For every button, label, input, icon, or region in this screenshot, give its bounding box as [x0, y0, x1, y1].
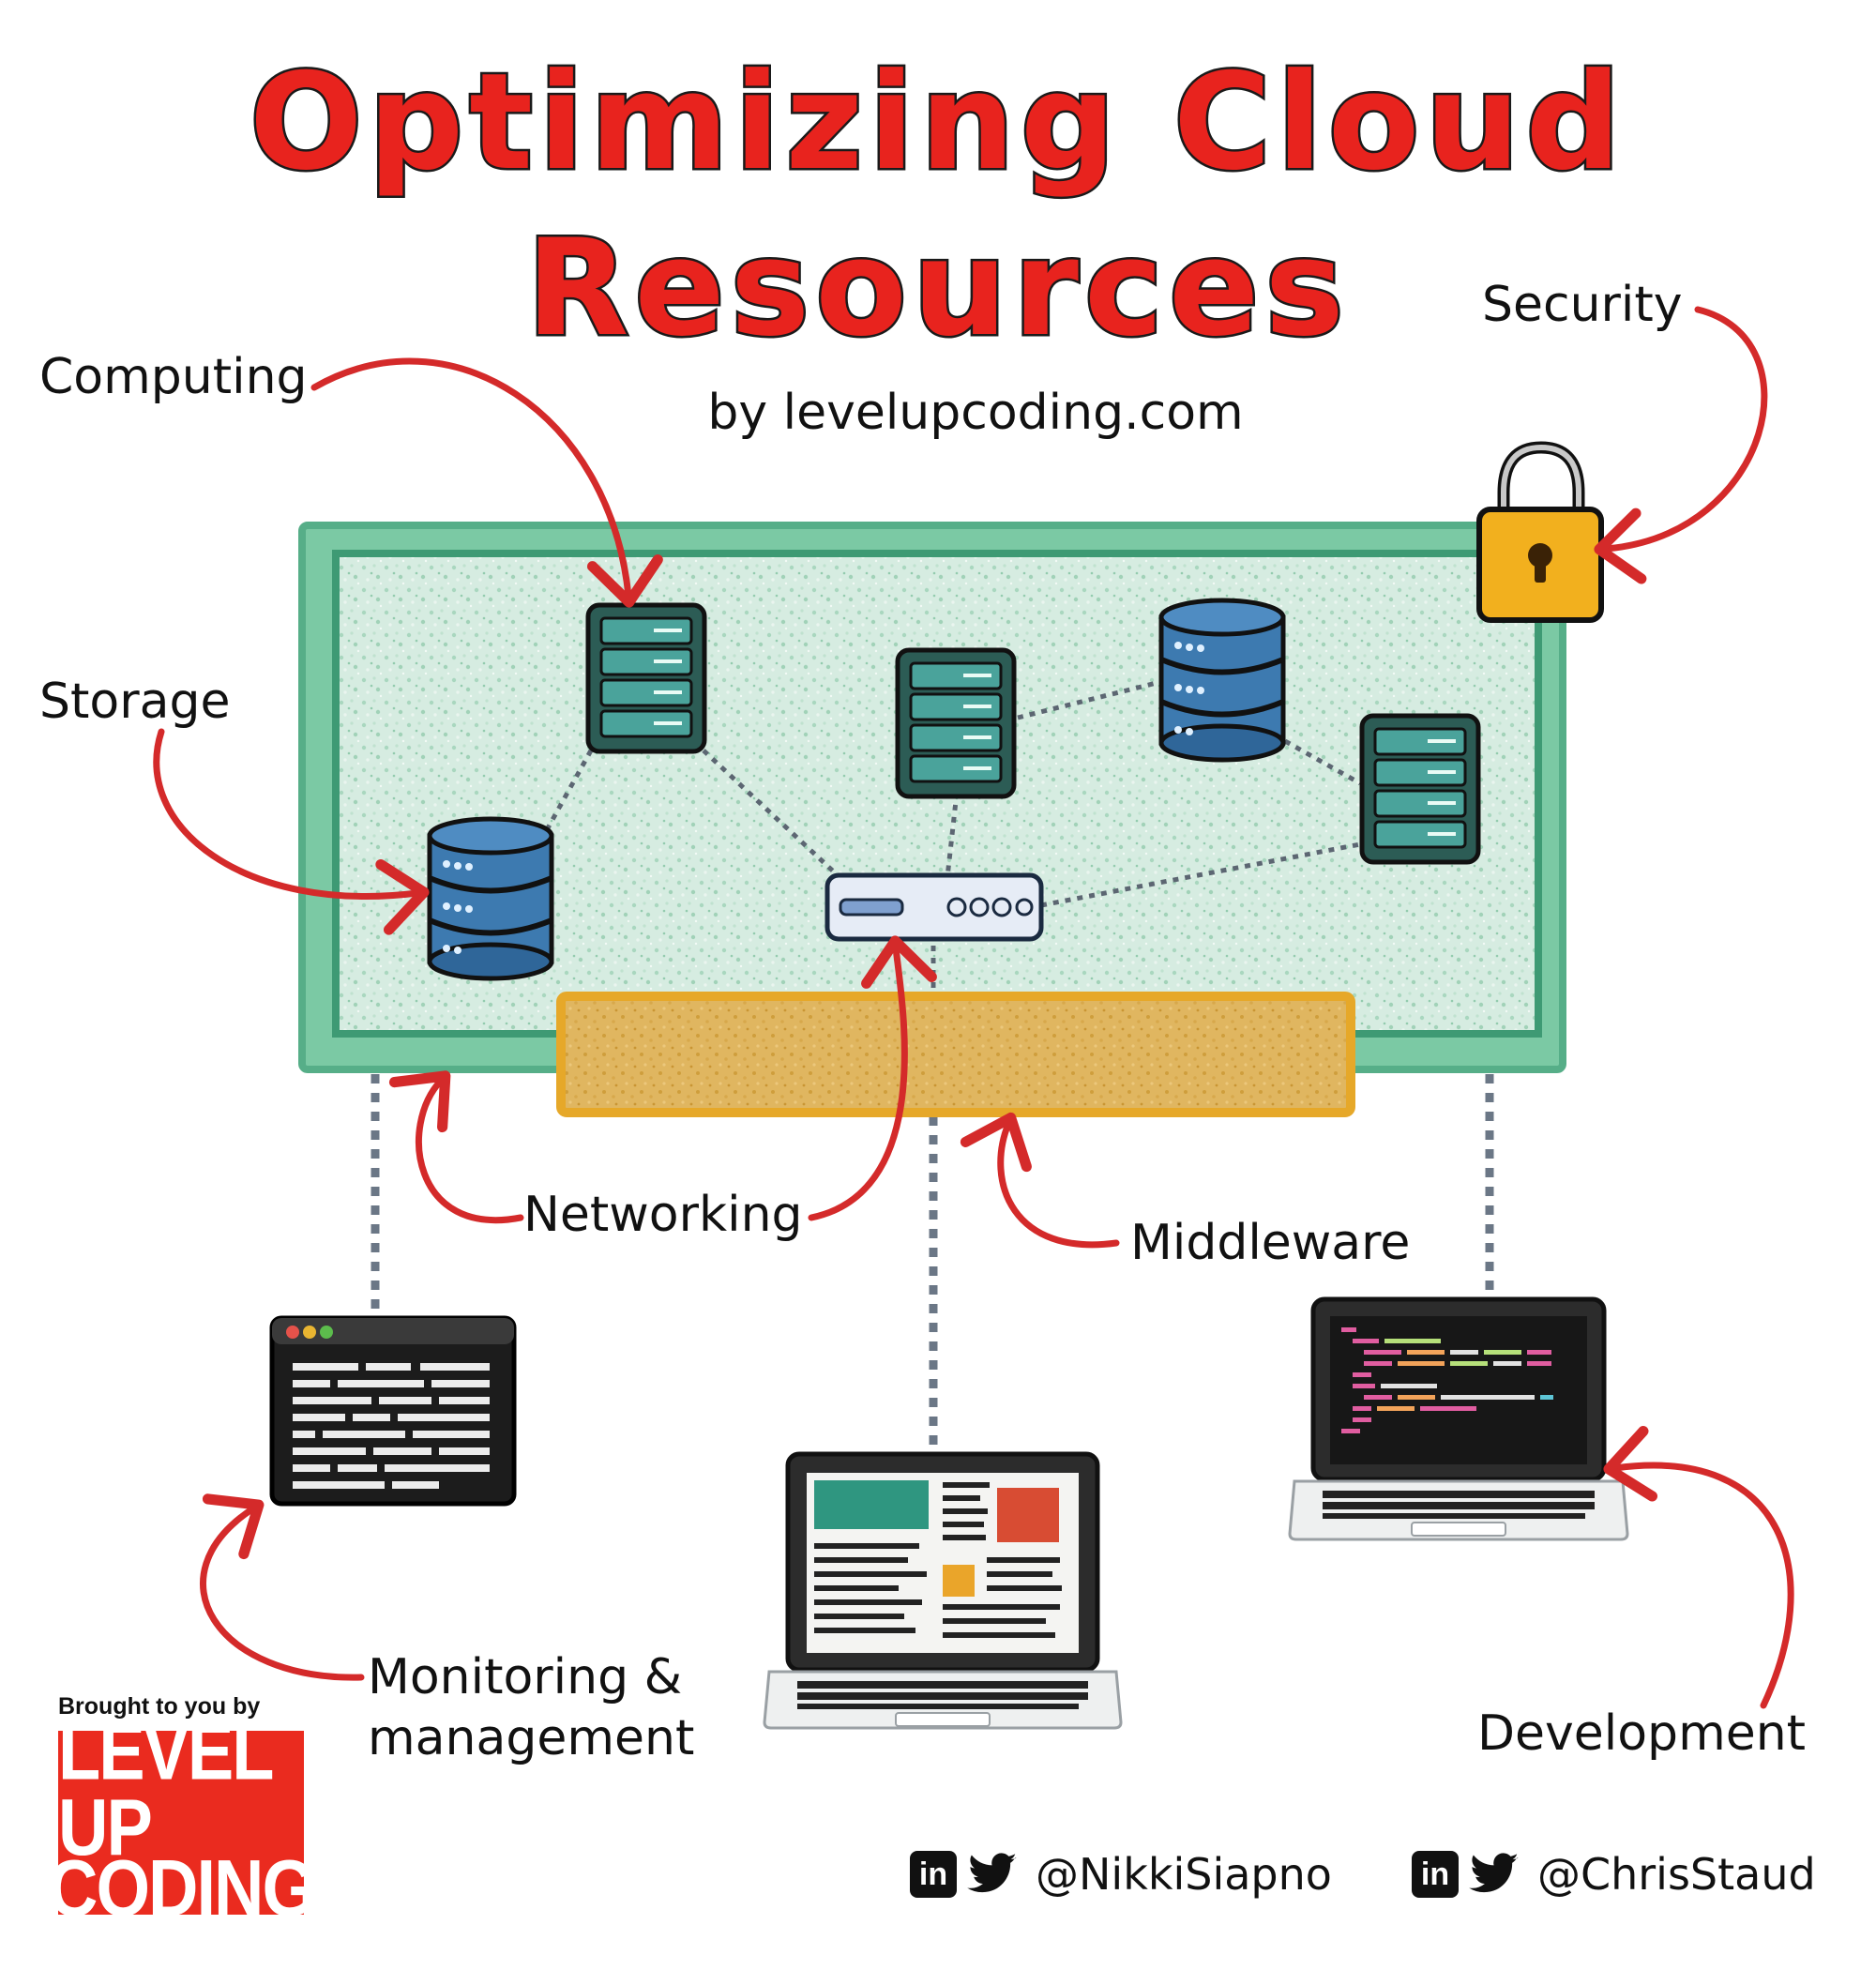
- arrow-monitoring: [199, 1493, 365, 1681]
- brought-to-you-by: Brought to you by: [58, 1693, 261, 1720]
- social-handle[interactable]: @ChrisStaud: [1537, 1849, 1816, 1900]
- level-up-coding-logo: LEVEL UP CODING: [48, 1712, 316, 1928]
- network-connections: [541, 677, 1362, 1004]
- title-line-2: Resources: [524, 209, 1350, 369]
- label-monitoring-line-1: Monitoring &: [368, 1649, 683, 1705]
- arrow-storage: [153, 728, 430, 935]
- arrow-networking-left: [388, 1070, 524, 1223]
- linkedin-icon[interactable]: in: [910, 1851, 957, 1898]
- router-icon: [825, 872, 1044, 942]
- label-middleware: Middleware: [1130, 1215, 1411, 1271]
- terminal-window-icon: [269, 1315, 517, 1507]
- social-author-2: in @ChrisStaud: [1412, 1846, 1816, 1902]
- server-icon: [1359, 713, 1481, 865]
- arrow-middleware: [960, 1112, 1120, 1249]
- social-author-1: in @NikkiSiapno: [910, 1846, 1332, 1902]
- label-monitoring-line-2: management: [368, 1710, 695, 1766]
- server-icon: [585, 602, 707, 754]
- label-development: Development: [1477, 1705, 1807, 1762]
- label-security: Security: [1482, 277, 1683, 333]
- linkedin-icon[interactable]: in: [1412, 1851, 1459, 1898]
- logo-line-2: CODING: [48, 1842, 316, 1933]
- client-links: [371, 1074, 1494, 1449]
- annotation-arrows: [153, 306, 1794, 1709]
- database-icon: [1158, 598, 1286, 763]
- social-handle[interactable]: @NikkiSiapno: [1036, 1849, 1332, 1900]
- byline: by levelupcoding.com: [707, 385, 1244, 441]
- twitter-icon[interactable]: [966, 1851, 1019, 1898]
- arrow-computing: [310, 357, 663, 608]
- middleware-bar: [556, 992, 1355, 1117]
- database-icon: [427, 816, 554, 981]
- laptop-dashboard-icon: [763, 1451, 1123, 1730]
- twitter-icon[interactable]: [1468, 1851, 1520, 1898]
- title-line-1: Optimizing Cloud: [247, 43, 1627, 203]
- label-computing: Computing: [39, 349, 308, 405]
- arrow-security: [1594, 306, 1768, 584]
- label-storage: Storage: [39, 674, 231, 730]
- label-networking: Networking: [523, 1187, 803, 1243]
- arrow-networking-router: [808, 935, 937, 1221]
- arrow-development: [1603, 1426, 1794, 1709]
- padlock-icon: [1476, 441, 1604, 623]
- server-icon: [895, 647, 1017, 799]
- logo-line-1: LEVEL UP: [58, 1706, 273, 1872]
- laptop-code-icon: [1288, 1296, 1629, 1541]
